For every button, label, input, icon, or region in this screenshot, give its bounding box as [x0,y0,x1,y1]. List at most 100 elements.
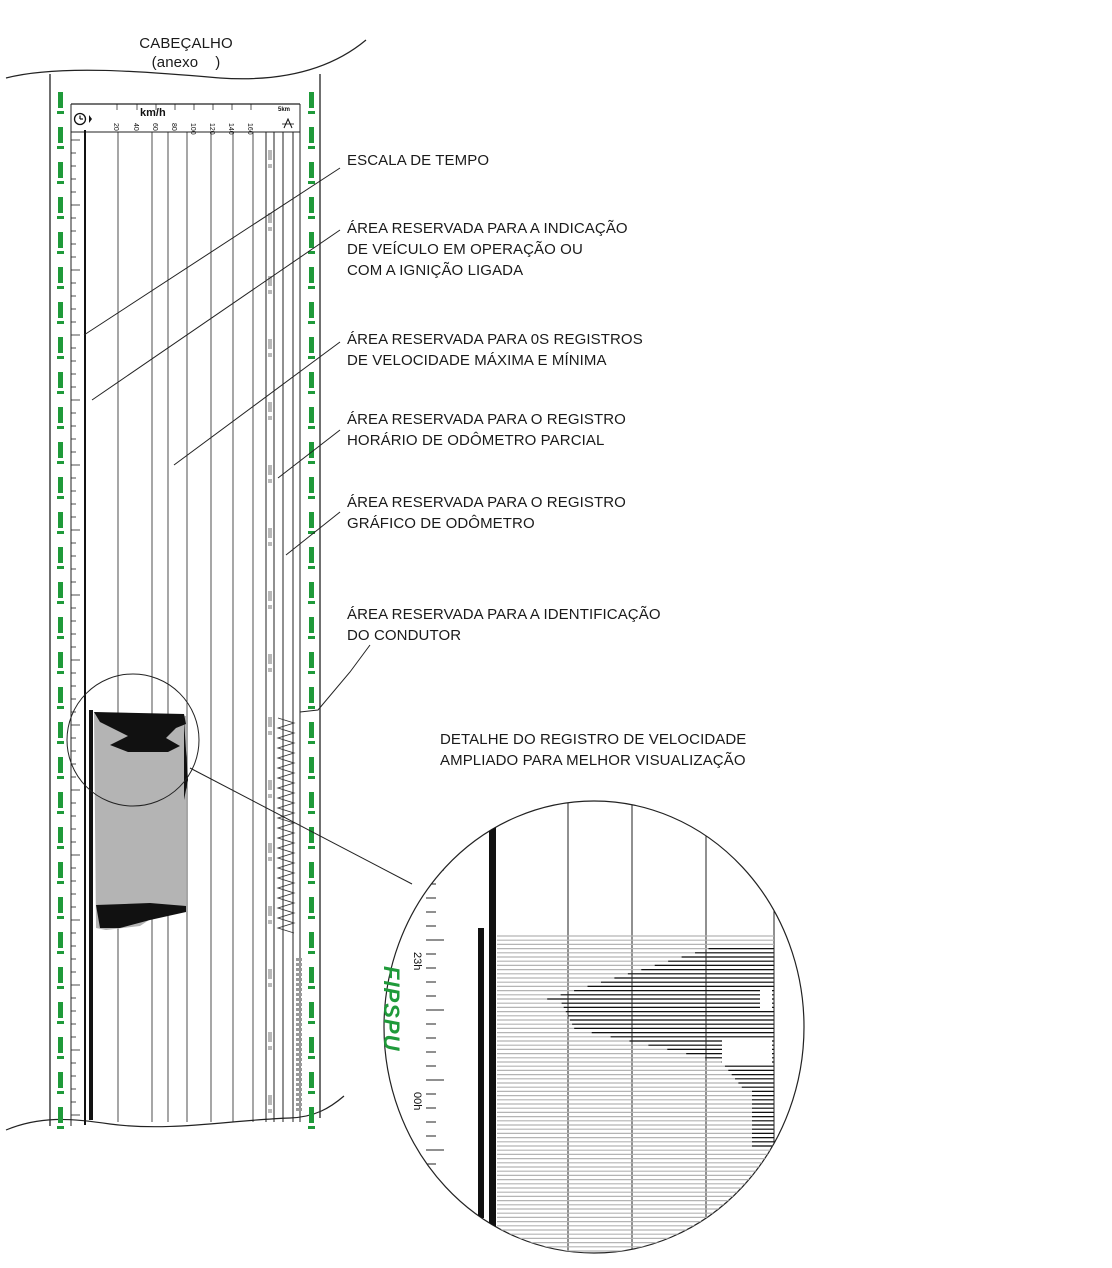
brand-mark [308,846,315,849]
brand-mark [308,741,315,744]
driver-id-block [296,1098,302,1101]
scale-tick-label: 140 [227,123,234,135]
brand-mark [309,652,314,668]
brand-mark [308,251,315,254]
odometer-mark [268,528,272,538]
brand-mark [58,442,63,458]
brand-mark [309,1072,314,1088]
driver-id-block [296,1023,302,1026]
header-label: CABEÇALHO (anexo ) [120,34,252,72]
detail-caption: DETALHE DO REGISTRO DE VELOCIDADE AMPLIA… [440,729,746,771]
brand-mark [57,1056,64,1059]
brand-mark [309,1002,314,1018]
brand-mark [58,407,63,423]
callout-partial-odometer: ÁREA RESERVADA PARA O REGISTRO HORÁRIO D… [347,409,626,451]
odometer-mark [268,353,272,357]
brand-mark [58,337,63,353]
odometer-mark [268,339,272,349]
brand-mark [308,881,315,884]
driver-id-block [296,1093,302,1096]
brand-mark [308,1056,315,1059]
odometer-icon [282,117,294,129]
brand-mark [309,1107,314,1123]
driver-id-block [296,993,302,996]
brand-mark [57,251,64,254]
clock-icon [73,112,92,126]
brand-mark [57,1091,64,1094]
brand-mark [57,531,64,534]
brand-mark [309,757,314,773]
speed-unit-label: km/h [140,107,166,119]
brand-mark [57,391,64,394]
odometer-mark [268,465,272,475]
brand-mark [308,426,315,429]
speed-record [94,712,188,930]
brand-logo: FIPSPU [379,966,404,1052]
driver-id-block [296,1038,302,1041]
odometer-mark [268,591,272,601]
brand-mark [308,951,315,954]
brand-marks-left [57,92,64,1129]
brand-mark [58,1107,63,1123]
scale-tick-label: 60 [151,123,158,131]
brand-mark [58,897,63,913]
callout-line: ÁREA RESERVADA PARA A IDENTIFICAÇÃO [347,606,661,623]
driver-id-block [296,1088,302,1091]
driver-id-block [296,988,302,991]
odometer-mark [268,731,272,735]
driver-id-block [296,1043,302,1046]
brand-mark [58,757,63,773]
odometer-mark [268,794,272,798]
callout-driver-id: ÁREA RESERVADA PARA A IDENTIFICAÇÃO DO C… [347,604,661,646]
brand-mark [309,477,314,493]
callout-line: HORÁRIO DE ODÔMETRO PARCIAL [347,432,605,449]
brand-mark [309,932,314,948]
callout-line: ÁREA RESERVADA PARA O REGISTRO [347,494,626,511]
brand-mark [58,547,63,563]
brand-mark [57,881,64,884]
odometer-mark [268,654,272,664]
brand-mark [57,321,64,324]
odometer-mark [268,780,272,790]
odometer-mark [268,1095,272,1105]
brand-mark [57,776,64,779]
odometer-mark [268,150,272,160]
brand-mark [309,407,314,423]
brand-mark [57,111,64,114]
scale-tick-label: 160 [246,123,253,135]
callout-line: COM A IGNIÇÃO LIGADA [347,262,524,279]
scale-tick-label: 40 [132,123,139,131]
brand-mark [58,267,63,283]
brand-mark [58,372,63,388]
brand-mark [308,1126,315,1129]
brand-mark [308,461,315,464]
callout-line: DE VEÍCULO EM OPERAÇÃO OU [347,241,583,258]
brand-mark [57,356,64,359]
header-subtitle: (anexo ) [151,54,221,71]
brand-mark [309,337,314,353]
driver-id-block [296,1078,302,1081]
odometer-mark [268,843,272,853]
brand-mark [58,862,63,878]
odometer-mark [268,213,272,223]
callout-speed-area: ÁREA RESERVADA PARA 0S REGISTROS DE VELO… [347,329,643,371]
brand-mark [57,566,64,569]
driver-id-block [296,963,302,966]
brand-mark [58,477,63,493]
brand-mark [58,687,63,703]
driver-id-block [296,983,302,986]
driver-id-block [296,1048,302,1051]
brand-mark [308,531,315,534]
brand-mark [308,146,315,149]
driver-id-block [296,973,302,976]
driver-id-block [296,1003,302,1006]
driver-id-block [296,1008,302,1011]
odometer-mark [268,402,272,412]
tape-strip [49,74,321,1126]
odometer-mark [268,605,272,609]
odometer-mark [268,1109,272,1113]
driver-id-block [296,998,302,1001]
brand-mark [309,967,314,983]
brand-mark [308,321,315,324]
callout-line: DO CONDUTOR [347,627,462,644]
